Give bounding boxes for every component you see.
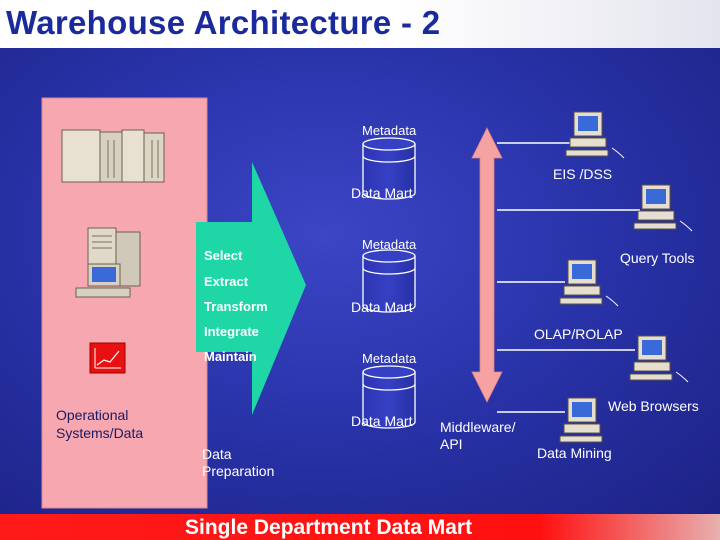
step-extract: Extract [204,274,249,289]
metadata-label: Metadata [362,123,417,138]
chart-icon [89,342,126,374]
middleware-label: Middleware/ API [440,419,516,452]
step-select: Select [204,248,243,263]
data-preparation-arrow [196,162,306,415]
computer-icon [559,259,619,307]
computer-icon [633,184,693,232]
footer-title: Single Department Data Mart [185,516,473,539]
tool-connectors [497,142,640,413]
tool-olap-rolap: OLAP/ROLAP [534,326,623,342]
data-mart-label: Data Mart [351,413,413,429]
database-cylinder-icon [362,365,416,429]
step-transform: Transform [204,299,268,314]
operational-label: Operational Systems/Data [56,407,144,441]
footer-bar [0,514,720,540]
step-maintain: Maintain [204,349,257,364]
page-title: Warehouse Architecture - 2 [6,4,441,41]
double-arrow-icon [471,127,503,403]
data-mart-label: Data Mart [351,299,413,315]
data-preparation-label: Data Preparation [202,446,275,479]
database-cylinder-icon [362,137,416,200]
server-icon [75,227,141,298]
metadata-label: Metadata [362,351,417,366]
step-integrate: Integrate [204,324,259,339]
tool-eis-dss: EIS /DSS [553,166,613,182]
computer-icon [629,335,689,383]
data-mart-label: Data Mart [351,185,413,201]
metadata-label: Metadata [362,237,417,252]
database-cylinder-icon [362,249,416,313]
tool-query-tools: Query Tools [620,250,695,266]
computer-icon [559,397,603,443]
tool-data-mining: Data Mining [537,445,612,461]
mainframe-icon [61,129,165,183]
computer-icon [565,111,625,159]
tool-web-browsers: Web Browsers [608,398,699,414]
title-bar [0,0,720,48]
